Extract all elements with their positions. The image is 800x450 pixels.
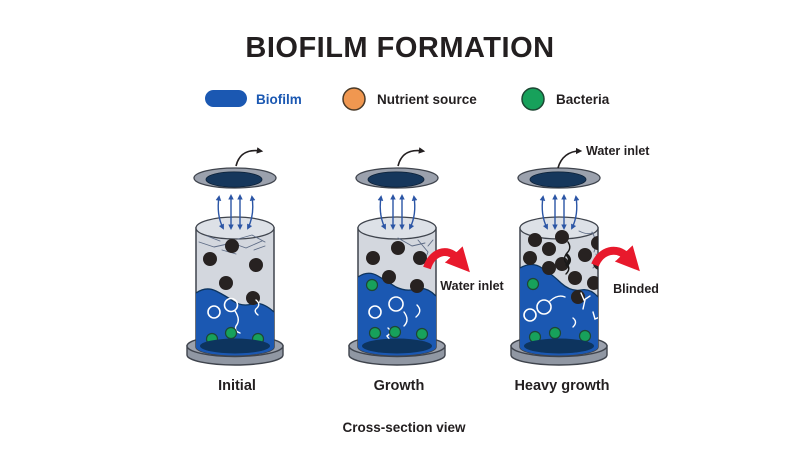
lid [193, 167, 277, 189]
water-inlet-label: Water inlet [440, 279, 504, 293]
stage-growth: Water inlet Growth [348, 147, 505, 394]
bacteria-circle-icon [521, 87, 545, 111]
water-inlet-arrow-icon [423, 246, 470, 273]
particle-dots [523, 230, 598, 304]
biofilm-pill-icon [205, 90, 247, 107]
flagella-squiggle [415, 304, 421, 318]
flagella-squiggle [592, 311, 598, 320]
vessel-contents [520, 230, 598, 356]
dark-squiggle [563, 241, 571, 275]
legend-label-bacteria: Bacteria [556, 92, 610, 107]
rotation-arrow-icon [397, 147, 426, 167]
stage-initial: Initial [186, 147, 284, 394]
water-inlet-top-label: Water inlet [586, 144, 650, 158]
liquid-bottom [200, 338, 270, 354]
caption: Cross-section view [342, 420, 466, 435]
blinded-label: Blinded [613, 282, 659, 296]
stage-heavy-growth: Water inlet Blinded Heavy growth [510, 144, 659, 394]
microbe-outlines [207, 297, 260, 334]
bacteria-dot-surface [365, 278, 379, 292]
flagella-squiggle [572, 317, 577, 328]
legend-label-nutrient: Nutrient source [377, 92, 477, 107]
stage-label-growth: Growth [374, 378, 425, 394]
bacteria-dots [205, 326, 265, 346]
flagella-squiggle [254, 299, 260, 316]
lid [355, 167, 439, 189]
stage-label-initial: Initial [218, 378, 256, 394]
rotation-arrow-icon [235, 147, 264, 167]
legend-label-biofilm: Biofilm [256, 92, 302, 107]
stage-label-heavy-growth: Heavy growth [514, 378, 609, 394]
page-title: BIOFILM FORMATION [245, 32, 554, 64]
flagella-squiggle [403, 311, 408, 327]
liquid-bottom [524, 338, 594, 354]
vessel-contents [358, 237, 436, 356]
particle-dots [203, 239, 263, 305]
water-inlet-top-arrow-icon [557, 147, 583, 169]
nutrient-circle-icon [342, 87, 366, 111]
flagella-squiggle [580, 292, 591, 310]
bacteria-dots [368, 325, 429, 341]
liquid-bottom [362, 338, 432, 354]
bacteria-dot-surface [526, 277, 540, 291]
microbe-outlines [368, 296, 421, 341]
lid [517, 167, 601, 189]
blinded-arrow-icon [591, 245, 640, 272]
particle-dots [366, 241, 427, 293]
flagella-squiggle [549, 295, 566, 302]
legend: Biofilm Nutrient source Bacteria [205, 87, 610, 111]
flagella-squiggle [234, 310, 241, 334]
